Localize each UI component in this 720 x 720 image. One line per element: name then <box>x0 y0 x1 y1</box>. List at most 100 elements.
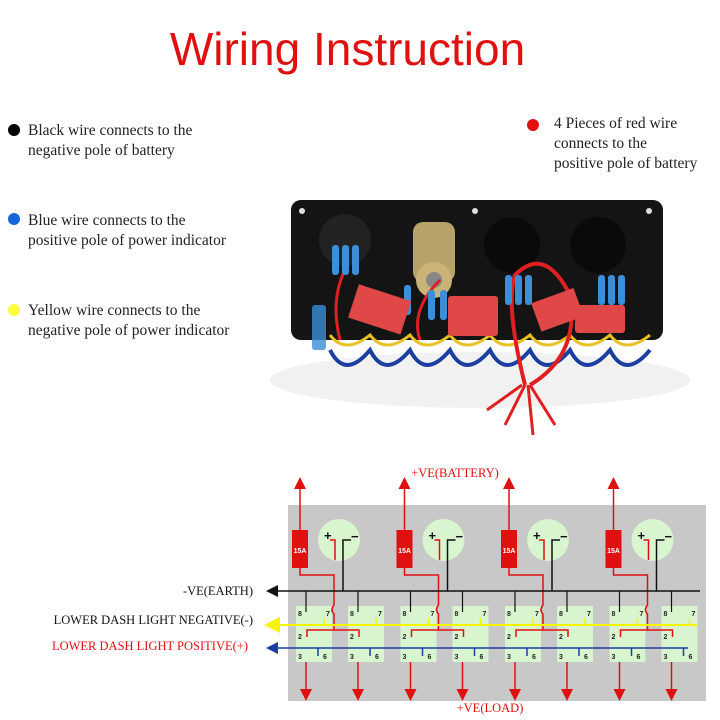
terminal-3: 3 <box>298 654 302 661</box>
power-indicator <box>318 519 360 561</box>
terminal-6: 6 <box>689 654 693 661</box>
switch-body <box>661 606 698 662</box>
fuse-to-switch-wire <box>612 568 649 630</box>
terminal-6: 6 <box>637 654 641 661</box>
switch-body <box>609 606 646 662</box>
terminal-7: 7 <box>431 611 435 618</box>
note-line: 4 Pieces of red wire <box>554 115 678 132</box>
terminal-7: 7 <box>378 611 382 618</box>
black-dot-icon <box>8 124 20 136</box>
fuse <box>396 530 413 568</box>
blue-dot-icon <box>8 213 20 225</box>
minus-sign: − <box>351 529 359 544</box>
indicator-positive-wire <box>643 539 650 560</box>
red-dot-icon <box>527 119 539 131</box>
terminal-2: 2 <box>298 634 302 641</box>
plus-sign: + <box>638 528 646 543</box>
power-indicator <box>422 519 465 561</box>
switch-body <box>296 606 332 662</box>
terminal-7: 7 <box>483 611 487 618</box>
switch-body <box>452 606 489 662</box>
power-indicator <box>631 519 674 561</box>
fuse <box>292 530 308 568</box>
terminal-6: 6 <box>584 654 588 661</box>
terminal-3: 3 <box>664 654 668 661</box>
yellow-dot-icon <box>8 304 20 316</box>
plus-sign: + <box>429 528 437 543</box>
fuse-label: 15A <box>398 548 411 555</box>
terminal-7: 7 <box>326 611 330 618</box>
switch-bridge-wire <box>619 629 674 637</box>
terminal-2: 2 <box>507 634 511 641</box>
terminal-6: 6 <box>480 654 484 661</box>
indicator-positive-wire <box>539 539 545 560</box>
power-indicator <box>527 519 569 561</box>
note-line: positive pole of power indicator <box>28 232 227 249</box>
note-line: connects to the <box>554 135 647 152</box>
terminal-3: 3 <box>612 654 616 661</box>
terminal-6: 6 <box>323 654 327 661</box>
fuse-to-switch-wire <box>403 568 440 630</box>
switch-body <box>557 606 593 662</box>
note-blue-wire: Blue wire connects to the positive pole … <box>28 211 226 251</box>
note-line: Blue wire connects to the <box>28 212 186 229</box>
terminal-8: 8 <box>612 611 616 618</box>
terminal-8: 8 <box>559 611 563 618</box>
terminal-8: 8 <box>664 611 668 618</box>
indicator-negative-wire <box>446 539 456 591</box>
fuse-label: 15A <box>607 548 620 555</box>
terminal-2: 2 <box>559 634 563 641</box>
terminal-7: 7 <box>587 611 591 618</box>
terminal-8: 8 <box>403 611 407 618</box>
indicator-negative-wire <box>551 539 560 591</box>
page-title: Wiring Instruction <box>169 23 526 75</box>
fuse-to-switch-wire <box>508 568 544 630</box>
note-line: Black wire connects to the <box>28 122 193 139</box>
note-line: Yellow wire connects to the <box>28 302 201 319</box>
note-black-wire: Black wire connects to the negative pole… <box>28 121 192 161</box>
terminal-8: 8 <box>507 611 511 618</box>
fuse-label: 15A <box>294 548 307 555</box>
note-yellow-wire: Yellow wire connects to the negative pol… <box>28 301 229 341</box>
minus-sign: − <box>456 529 464 544</box>
note-line: positive pole of battery <box>554 155 698 172</box>
minus-sign: − <box>560 529 568 544</box>
indicator-positive-wire <box>330 539 336 560</box>
fuse <box>501 530 517 568</box>
earth-label: -VE(EARTH) <box>183 584 253 598</box>
indicator-negative-wire <box>655 539 665 591</box>
terminal-8: 8 <box>350 611 354 618</box>
load-label: +VE(LOAD) <box>457 701 524 715</box>
battery-label: +VE(BATTERY) <box>411 466 499 480</box>
switch-bridge-wire <box>306 629 360 637</box>
terminal-6: 6 <box>428 654 432 661</box>
terminal-2: 2 <box>350 634 354 641</box>
terminal-2: 2 <box>455 634 459 641</box>
sockets <box>319 214 626 298</box>
plus-sign: + <box>324 528 332 543</box>
terminal-2: 2 <box>664 634 668 641</box>
switch-body <box>348 606 384 662</box>
note-red-wire: 4 Pieces of red wire connects to the pos… <box>554 114 697 174</box>
terminal-3: 3 <box>455 654 459 661</box>
terminal-7: 7 <box>640 611 644 618</box>
switch-body <box>505 606 541 662</box>
terminal-2: 2 <box>612 634 616 641</box>
note-line: negative pole of power indicator <box>28 322 230 339</box>
blue-connectors <box>312 245 625 350</box>
terminal-7: 7 <box>692 611 696 618</box>
switch-bridge-wire <box>410 629 465 637</box>
terminal-3: 3 <box>559 654 563 661</box>
terminal-8: 8 <box>455 611 459 618</box>
terminal-6: 6 <box>375 654 379 661</box>
fuse-holders <box>348 284 625 336</box>
indicator-positive-wire <box>434 539 441 560</box>
terminal-3: 3 <box>507 654 511 661</box>
dash-positive-label: LOWER DASH LIGHT POSITIVE(+) <box>52 639 248 653</box>
terminal-3: 3 <box>403 654 407 661</box>
fuse <box>605 530 622 568</box>
terminal-7: 7 <box>535 611 539 618</box>
